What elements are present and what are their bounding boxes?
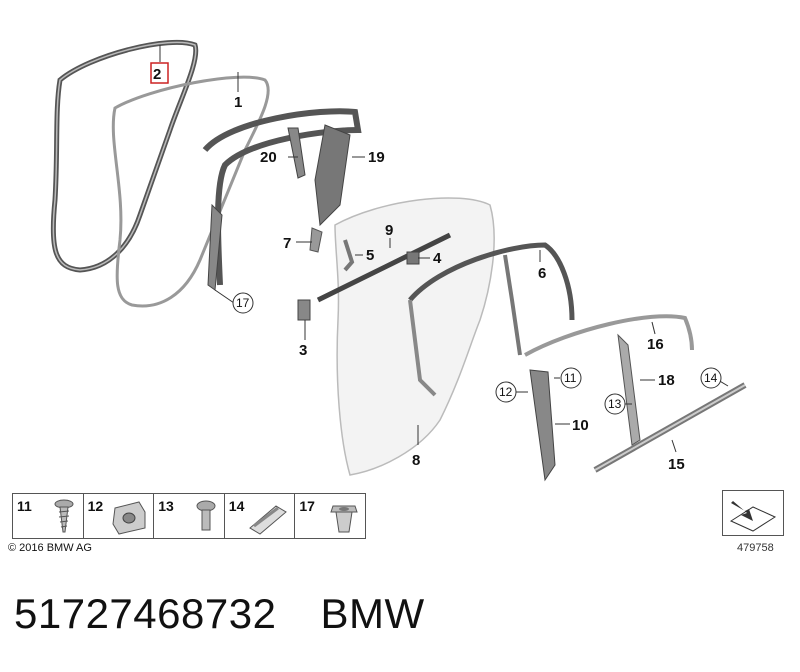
label-10: 10 xyxy=(572,417,589,434)
window-frame-seal xyxy=(202,108,362,286)
label-8: 8 xyxy=(412,452,420,469)
legend-cell-14: 14 xyxy=(225,494,296,538)
label-2: 2 xyxy=(153,66,161,83)
label-9: 9 xyxy=(385,222,393,239)
circle-label-14: 14 xyxy=(700,367,722,389)
svg-text:14: 14 xyxy=(704,371,718,385)
label-19: 19 xyxy=(368,149,385,166)
copyright-text: © 2016 BMW AG xyxy=(8,542,92,554)
circle-label-12: 12 xyxy=(495,381,517,403)
label-5: 5 xyxy=(366,247,374,264)
label-3: 3 xyxy=(299,342,307,359)
self-tapping-screw-icon xyxy=(54,499,74,533)
door-seal-inner xyxy=(111,75,270,308)
reference-box xyxy=(722,490,784,536)
parts-diagram: 2 1 20 19 7 5 9 4 3 8 6 16 18 10 15 17 1… xyxy=(50,39,747,482)
label-1: 1 xyxy=(234,94,242,111)
footer-caption: 51727468732 BMW xyxy=(14,590,469,638)
circle-label-17: 17 xyxy=(232,292,254,314)
svg-text:11: 11 xyxy=(564,371,577,385)
reference-number: 479758 xyxy=(737,542,774,554)
clip-nut-icon xyxy=(112,501,146,535)
door-seal-outer xyxy=(50,39,199,273)
label-18: 18 xyxy=(658,372,675,389)
part-number: 51727468732 xyxy=(14,590,277,637)
circle-label-13: 13 xyxy=(604,393,626,415)
expanding-nut-icon xyxy=(330,505,358,533)
legend-cell-12: 12 xyxy=(84,494,155,538)
label-6: 6 xyxy=(538,265,546,282)
highlight-box xyxy=(150,62,169,84)
label-4: 4 xyxy=(433,250,442,267)
screw-icon xyxy=(196,500,216,531)
label-20: 20 xyxy=(260,149,277,166)
brand-name: BMW xyxy=(320,590,425,637)
svg-text:12: 12 xyxy=(499,385,513,399)
fastener-legend: 11 12 13 14 17 xyxy=(12,493,366,539)
view-direction-icon xyxy=(729,501,777,532)
legend-cell-11: 11 xyxy=(13,494,84,538)
legend-cell-17: 17 xyxy=(295,494,365,538)
label-7: 7 xyxy=(283,235,291,252)
legend-cell-13: 13 xyxy=(154,494,225,538)
label-16: 16 xyxy=(647,336,664,353)
svg-text:17: 17 xyxy=(236,296,250,310)
edge-clip-icon xyxy=(249,505,288,535)
circle-label-11: 11 xyxy=(560,367,582,389)
svg-text:13: 13 xyxy=(608,397,622,411)
label-15: 15 xyxy=(668,456,685,473)
